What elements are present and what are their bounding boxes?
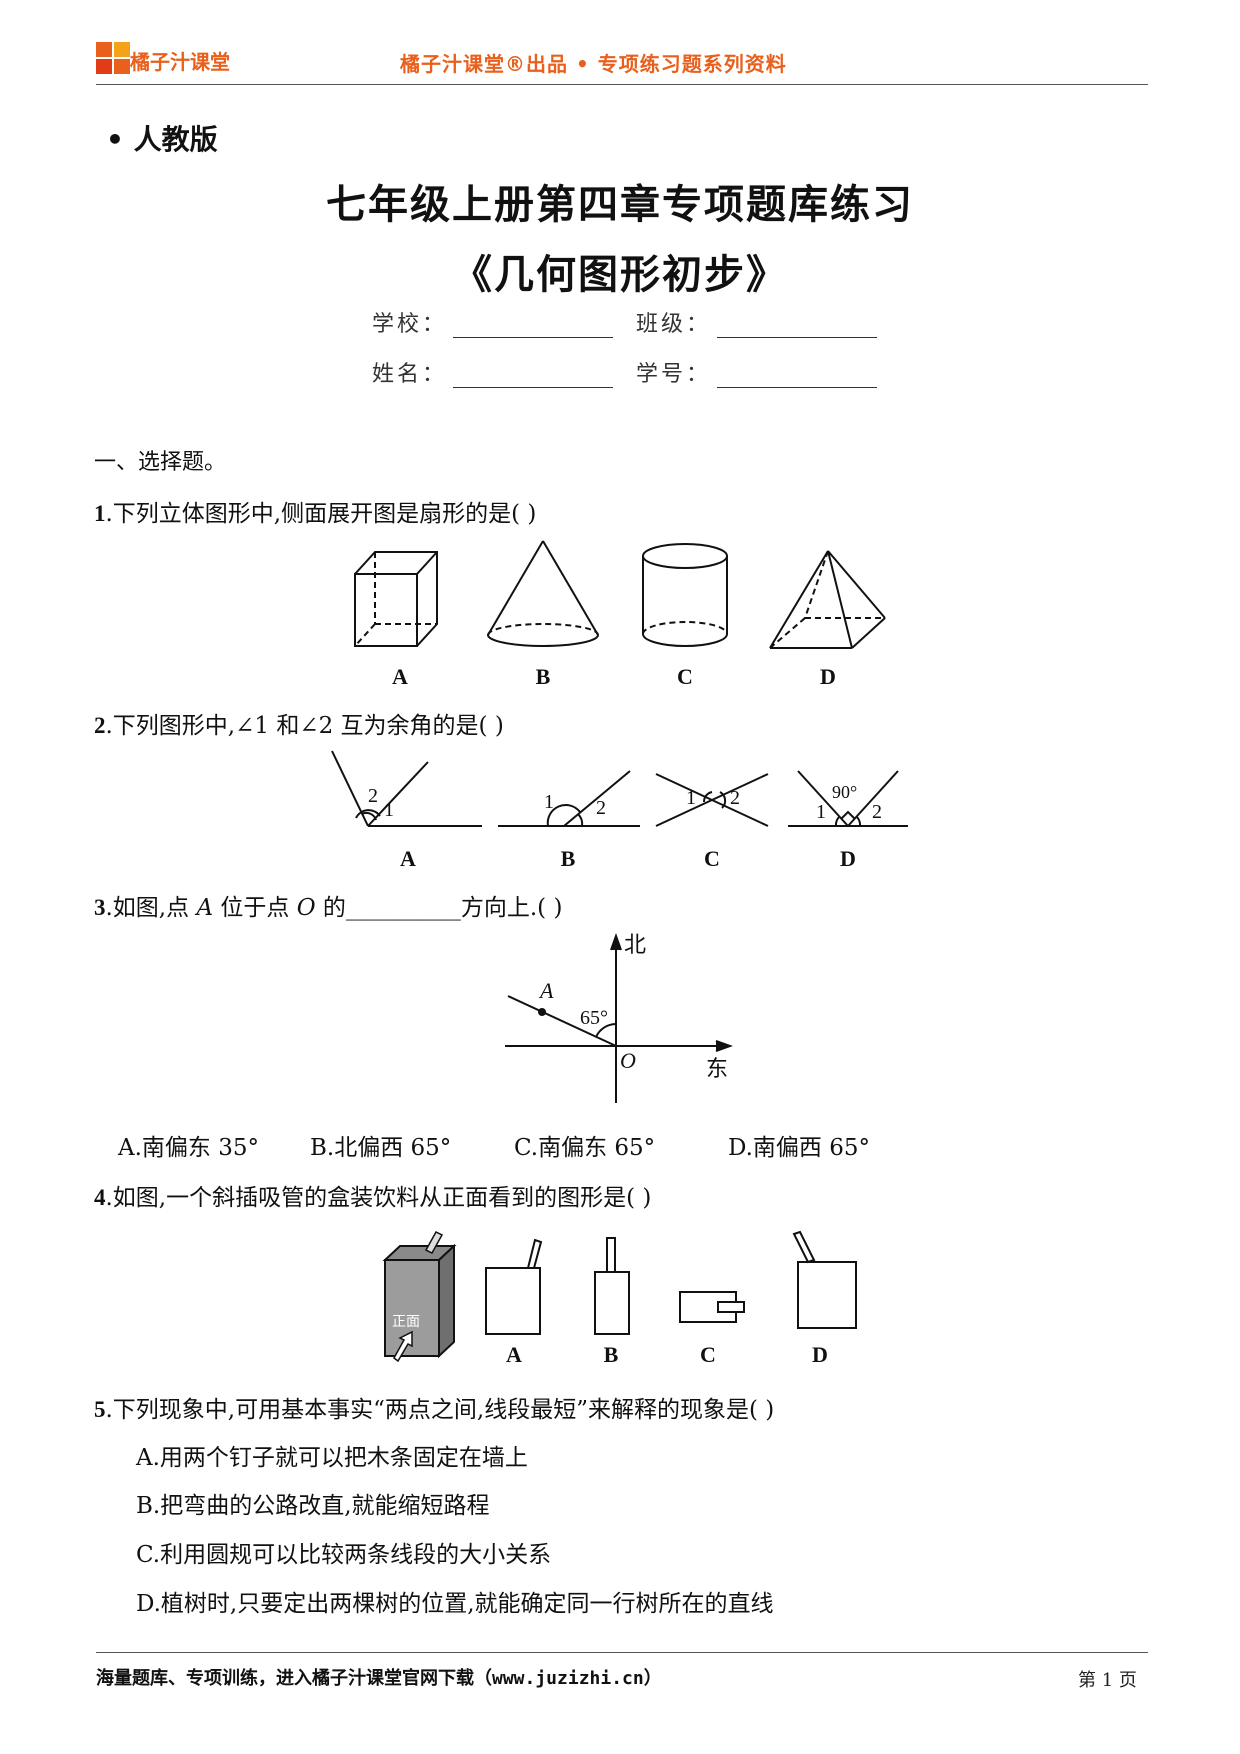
q2-a-angle-2: 2: [368, 785, 378, 807]
q2-label-a: A: [400, 846, 416, 871]
q5-option-d[interactable]: D.植树时,只要定出两棵树的位置,就能确定同一行树所在的直线: [136, 1591, 774, 1617]
title-sub: 《几何图形初步》: [452, 252, 788, 298]
q3-option-d[interactable]: D.南偏西 65°: [728, 1135, 871, 1161]
brand-logo: [96, 42, 130, 74]
edition-label: • 人教版: [106, 123, 218, 156]
q2-figures: 2 1 1 2 1 2 90° 1 2: [331, 750, 908, 827]
q5-option-c[interactable]: C.利用圆规可以比较两条线段的大小关系: [136, 1542, 552, 1568]
footer-rule: [96, 1652, 1148, 1653]
q1-label-d: D: [820, 664, 836, 689]
brand-name: 橘子汁课堂: [130, 50, 230, 74]
header-rule: [96, 84, 1148, 85]
q4-label-c: C: [700, 1342, 716, 1367]
q2-d-angle-right: 90°: [832, 782, 857, 802]
q4-label-d: D: [812, 1342, 828, 1367]
q2-b-angle-1: 1: [544, 791, 554, 813]
cone-figure: [487, 540, 599, 647]
q3-north-label: 北: [624, 932, 646, 957]
question-1: 1.下列立体图形中,侧面展开图是扇形的是( ): [94, 501, 537, 527]
school-field[interactable]: 学校：: [372, 306, 614, 338]
student-number-field[interactable]: 学号：: [636, 356, 878, 388]
q2-b-angle-2: 2: [596, 797, 606, 819]
q2-a-angle-1: 1: [384, 799, 394, 821]
q3-point-a-label: A: [538, 978, 554, 1003]
q3-option-a[interactable]: A.南偏东 35°: [118, 1135, 259, 1161]
q4-label-b: B: [603, 1342, 619, 1367]
section-title: 一、选择题。: [94, 450, 227, 475]
q4-front-label: 正面: [392, 1315, 420, 1330]
q4-figures: 正面: [382, 1230, 857, 1363]
q3-east-label: 东: [706, 1056, 728, 1081]
q3-compass-figure: 北 东 65° A O: [505, 932, 733, 1103]
q2-label-d: D: [840, 846, 856, 871]
q3-option-c[interactable]: C.南偏东 65°: [514, 1135, 656, 1161]
q1-label-c: C: [677, 664, 693, 689]
q1-label-a: A: [392, 664, 408, 689]
question-5: 5.下列现象中,可用基本事实“两点之间,线段最短”来解释的现象是( ): [94, 1397, 775, 1423]
cube-figure: [354, 551, 438, 647]
q2-label-c: C: [704, 846, 720, 871]
q5-option-b[interactable]: B.把弯曲的公路改直,就能缩短路程: [136, 1493, 490, 1519]
q2-label-b: B: [560, 846, 576, 871]
q3-point-a-dot: [538, 1008, 546, 1016]
q4-label-a: A: [506, 1342, 522, 1367]
question-4: 4.如图,一个斜插吸管的盒装饮料从正面看到的图形是( ): [94, 1185, 652, 1211]
q5-option-a[interactable]: A.用两个钉子就可以把木条固定在墙上: [136, 1445, 528, 1471]
q2-c-angle-1: 1: [686, 787, 696, 809]
header-series-text: 橘子汁课堂®出品 • 专项练习题系列资料: [400, 52, 787, 76]
q2-d-angle-2: 2: [872, 801, 882, 823]
question-2: 2.下列图形中,∠1 和∠2 互为余角的是( ): [94, 713, 504, 739]
footer-promo-text: 海量题库、专项训练，进入橘子汁课堂官网下载（www.juzizhi.cn）: [96, 1668, 662, 1689]
cylinder-figure: [642, 543, 728, 647]
page-number: 第 1 页: [1078, 1670, 1137, 1691]
question-3: 3.如图,点 A 位于点 O 的__________方向上.( ): [94, 895, 563, 921]
title-main: 七年级上册第四章专项题库练习: [326, 182, 914, 228]
class-field[interactable]: 班级：: [636, 306, 878, 338]
name-field[interactable]: 姓名：: [372, 356, 614, 388]
q1-label-b: B: [535, 664, 551, 689]
q3-option-b[interactable]: B.北偏西 65°: [310, 1135, 452, 1161]
q2-d-angle-1: 1: [816, 801, 826, 823]
pyramid-figure: [769, 550, 886, 649]
q2-c-angle-2: 2: [730, 787, 740, 809]
q1-figures: [354, 540, 886, 649]
q3-angle-label: 65°: [580, 1007, 608, 1029]
drink-box-figure: 正面: [382, 1231, 457, 1363]
q3-origin-label: O: [620, 1048, 636, 1073]
